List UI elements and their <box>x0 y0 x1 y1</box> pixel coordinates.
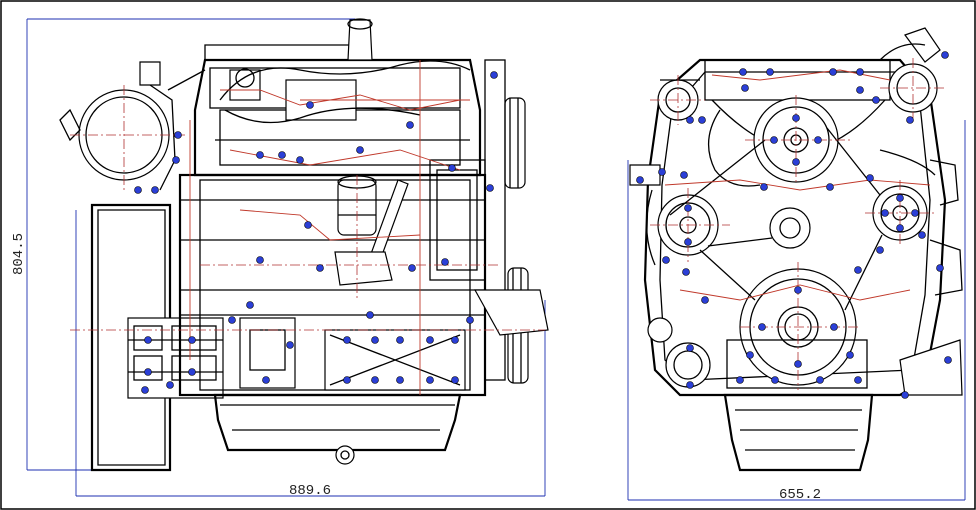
front-pulley-upper <box>504 97 526 189</box>
oil-filter-front <box>647 317 711 388</box>
oil-pan <box>213 393 462 452</box>
front-width-dimension: 655.2 <box>627 120 966 503</box>
flywheel-housing <box>90 203 172 472</box>
alternator-side <box>429 159 486 281</box>
front-engine-mount <box>473 289 549 336</box>
idler-pulley <box>769 207 811 249</box>
height-dimension: 804.5 <box>11 18 355 471</box>
oil-cooler <box>334 251 393 286</box>
drive-belt <box>669 127 883 311</box>
side-width-dimension-label: 889.6 <box>289 483 331 499</box>
side-width-dimension: 889.6 <box>75 210 546 499</box>
front-view-bolts <box>636 51 952 399</box>
left-bracket <box>629 164 661 186</box>
right-engine-foot <box>899 339 963 396</box>
side-view-bolts <box>134 71 498 394</box>
cylinder-head <box>193 58 482 177</box>
drain-plug <box>335 445 355 465</box>
engine-front-view <box>629 27 963 472</box>
engine-side-view <box>59 18 549 472</box>
height-dimension-label: 804.5 <box>11 233 27 275</box>
oil-pan-front <box>723 393 874 472</box>
rear-mount-bracket <box>127 317 224 399</box>
intake-pipe <box>347 19 373 61</box>
front-width-dimension-label: 655.2 <box>779 487 821 503</box>
